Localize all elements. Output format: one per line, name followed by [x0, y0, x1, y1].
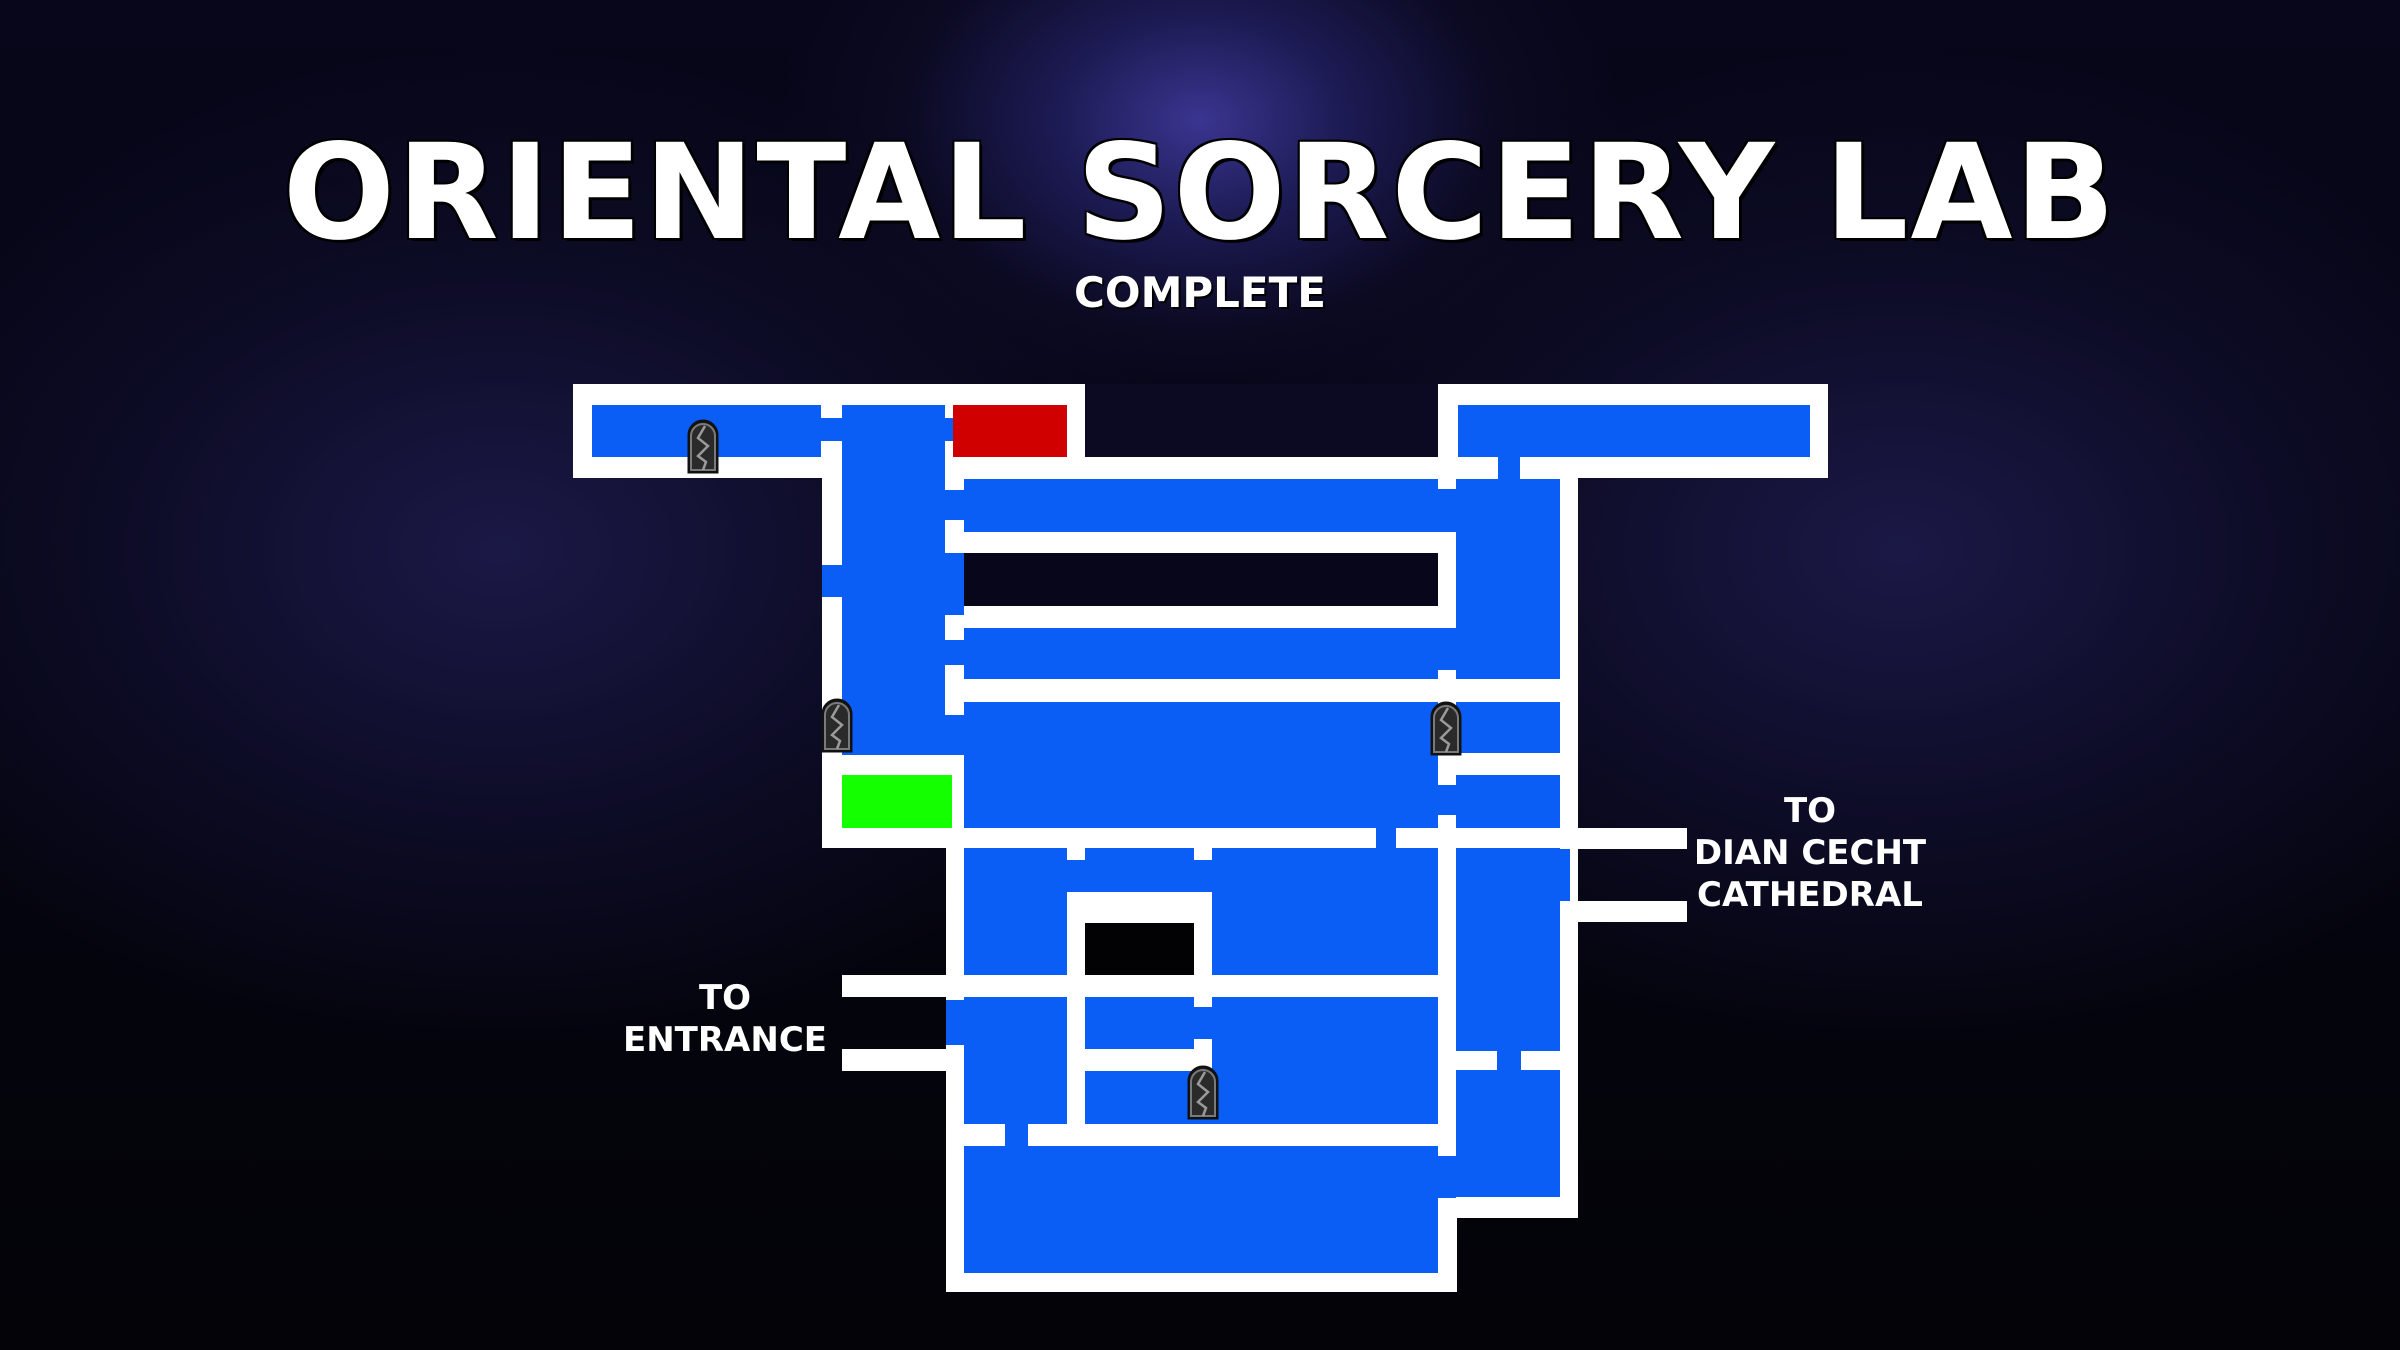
exit-label-line: DIAN CECHT [1693, 833, 1927, 873]
door [1438, 785, 1456, 815]
room [1456, 775, 1560, 828]
cathedral-exit-wall [1570, 828, 1687, 849]
room [1456, 702, 1560, 753]
door [1376, 828, 1396, 848]
room [1456, 479, 1560, 679]
door [1005, 1124, 1028, 1146]
wall [1028, 1124, 1438, 1146]
wall [964, 1124, 1005, 1146]
door [1438, 1156, 1456, 1198]
void [964, 553, 1438, 606]
wall [842, 755, 945, 775]
room [1458, 405, 1810, 457]
exit-label-line: ENTRANCE [623, 1020, 827, 1060]
wall [1438, 1218, 1457, 1292]
door [945, 490, 964, 520]
door [945, 418, 953, 441]
door [1438, 489, 1456, 532]
door [822, 565, 842, 597]
door [946, 1000, 964, 1045]
entrance-exit-wall [842, 975, 952, 997]
void [1085, 923, 1194, 975]
wall [1438, 848, 1456, 1051]
exit-label-cathedral: TO DIAN CECHT CATHEDRAL [1680, 790, 1940, 916]
exit-label-line: TO [1783, 791, 1837, 831]
room [964, 1146, 1438, 1273]
room [1456, 1070, 1560, 1197]
door [1560, 849, 1570, 901]
door [1438, 628, 1456, 670]
save-point-icon [687, 419, 719, 474]
door [1497, 1051, 1521, 1070]
wall [1085, 1049, 1212, 1071]
wall [1438, 1113, 1456, 1156]
exit-label-line: TO [698, 978, 752, 1018]
exit-label-line: CATHEDRAL [1697, 875, 1923, 915]
wall [1194, 1039, 1212, 1061]
wall [1067, 892, 1085, 1124]
wall [964, 975, 1212, 997]
door [945, 715, 964, 755]
door [945, 640, 964, 665]
door [945, 553, 964, 615]
entrance-exit-wall [842, 1049, 952, 1071]
wall [1085, 892, 1212, 923]
exit-label-entrance: TO ENTRANCE [600, 977, 850, 1061]
room [821, 418, 842, 441]
save-point-icon [821, 698, 853, 753]
boss-room [953, 405, 1067, 457]
room [1456, 848, 1560, 1051]
wall [1521, 1051, 1560, 1070]
room [964, 479, 1438, 532]
cathedral-exit-wall [1570, 901, 1687, 922]
wall [1067, 848, 1085, 860]
wall [1194, 848, 1212, 860]
completion-status: COMPLETE [1074, 268, 1326, 317]
void [1085, 384, 1438, 457]
door [1498, 457, 1520, 479]
room [964, 702, 1438, 828]
room [964, 628, 1438, 679]
save-point-icon [1187, 1065, 1219, 1120]
save-point-icon [1430, 701, 1462, 756]
map-title: ORIENTAL SORCERY LAB [282, 116, 2118, 270]
wall [1456, 1198, 1578, 1218]
wall [1457, 1051, 1497, 1070]
warp-room [842, 775, 952, 828]
